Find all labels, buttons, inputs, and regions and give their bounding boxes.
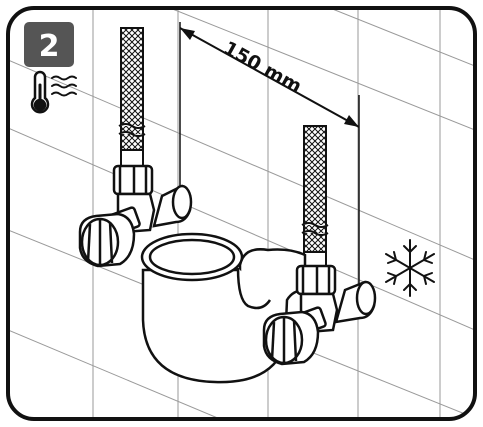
snowflake-icon [385, 239, 435, 297]
thermometer-heat-icon [30, 70, 77, 114]
step-badge: 2 [24, 22, 74, 67]
panel-frame [6, 6, 477, 421]
dimension-label: 150 mm [220, 37, 306, 98]
left-braided-hose [118, 27, 146, 167]
step-number: 2 [39, 29, 60, 64]
dimension-arrow-right [344, 115, 359, 127]
left-valve-handle[interactable] [78, 212, 136, 268]
dimension-line [179, 27, 360, 128]
dimension-arrow-left [180, 28, 195, 40]
right-valve-handle[interactable] [262, 310, 320, 366]
siphon-trap [140, 232, 307, 384]
right-braided-hose [301, 125, 329, 267]
